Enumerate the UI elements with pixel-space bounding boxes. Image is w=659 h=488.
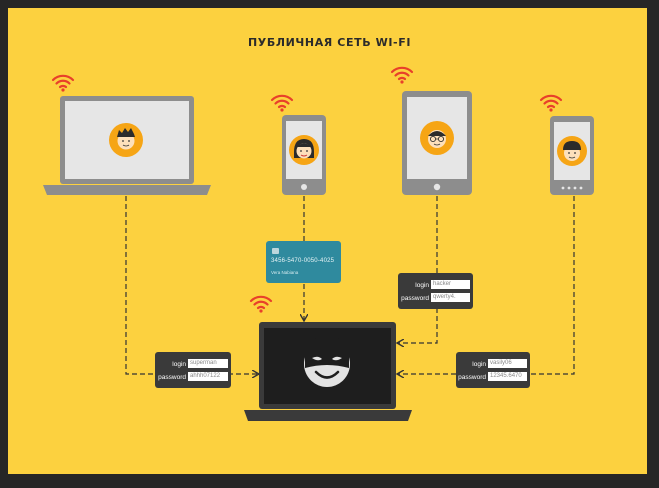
- credit-card-icon: 3456-5470-0050-4025 Vera Nabiana: [266, 241, 341, 283]
- password-value: qwerty4.: [431, 293, 470, 302]
- hacker-icon: [304, 335, 350, 387]
- credentials-tablet: login hacker password qwerty4.: [398, 273, 473, 309]
- password-value: ahhh07122: [188, 372, 228, 381]
- wifi-icon: [51, 74, 75, 93]
- login-label: login: [472, 360, 486, 368]
- password-label: password: [401, 294, 429, 302]
- wifi-icon: [539, 94, 563, 113]
- password-label: password: [458, 373, 486, 381]
- wifi-icon: [249, 295, 273, 314]
- login-value: hacker: [431, 280, 470, 289]
- login-label: login: [172, 360, 186, 368]
- password-value: 12345.6470: [488, 372, 527, 381]
- line-phone-right: [398, 196, 575, 374]
- phone-icon: [539, 94, 594, 195]
- password-label: password: [158, 373, 186, 381]
- diagram-title: ПУБЛИЧНАЯ СЕТЬ WI-FI: [247, 36, 412, 49]
- phone-icon: [270, 94, 326, 195]
- credentials-phone: login vasily06 password 12345.6470: [456, 352, 530, 388]
- laptop-icon: [43, 74, 211, 195]
- line-tablet: [398, 196, 438, 343]
- avatar-icon: [289, 135, 319, 165]
- wifi-icon: [390, 66, 414, 85]
- credentials-laptop: login superman password ahhh07122: [155, 352, 231, 388]
- card-number: 3456-5470-0050-4025: [271, 258, 335, 264]
- line-laptop: [125, 196, 258, 374]
- login-value: superman: [188, 359, 228, 368]
- login-value: vasily06: [488, 359, 527, 368]
- login-label: login: [415, 281, 429, 289]
- tablet-icon: [390, 66, 472, 195]
- avatar-icon: [557, 136, 587, 166]
- avatar-icon: [109, 123, 143, 157]
- wifi-icon: [270, 94, 294, 113]
- card-chip: [272, 248, 279, 254]
- hacker-laptop: [244, 295, 412, 421]
- card-holder: Vera Nabiana: [271, 270, 299, 275]
- avatar-icon: [420, 121, 454, 155]
